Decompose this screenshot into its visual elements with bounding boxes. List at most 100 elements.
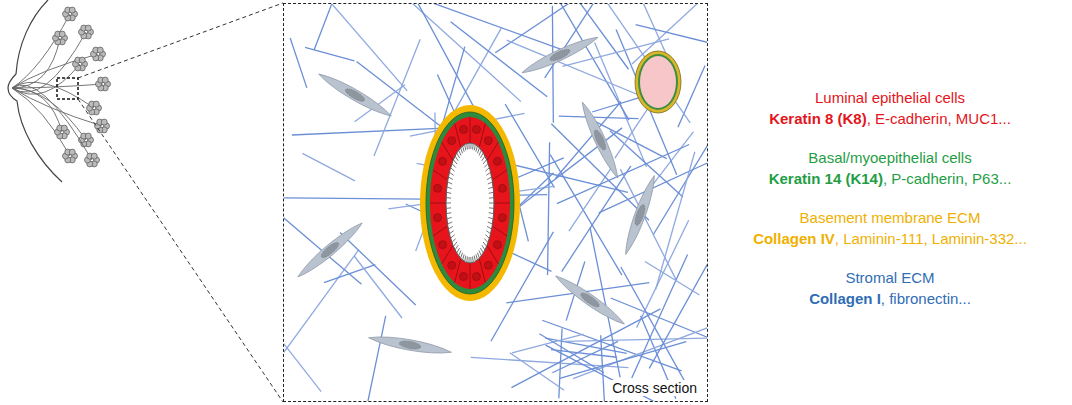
compartment-heading: Stromal ECM [845,269,934,286]
cell-nucleus [484,261,492,269]
microvillus [485,235,489,239]
cell-nucleus [472,125,480,133]
fibroblast [294,219,365,281]
microvillus [459,251,461,256]
marker-list: , Laminin-111, Laminin-332... [835,230,1027,247]
cell-border [492,226,507,236]
cell-nucleus [448,261,456,269]
mammary-duct [420,105,520,301]
duct [12,88,70,156]
collagen-fiber [512,334,584,353]
collagen-fiber [284,207,361,285]
lobule-acinus [97,47,103,53]
cell-border [479,124,485,148]
lobule-acinus [85,25,91,31]
microvillus [472,257,474,263]
fibroblast-body [294,219,365,281]
cell-border [470,117,471,143]
collagen-fiber [357,62,450,134]
marker-list: , P-cadherin, P63... [883,170,1011,187]
microvillus [451,235,455,239]
collagen-fiber [402,4,521,102]
fibroblast [577,100,622,181]
microvillus [446,197,451,199]
marker-line: Basement membrane ECM [735,208,1045,227]
microvillus [451,168,455,172]
microvillus [461,148,463,154]
microvillus [459,150,461,155]
vessel-wall [635,51,681,113]
microvillus [453,242,456,246]
cell-border [470,263,471,289]
cell-nucleus [472,273,480,281]
collagen-fiber [324,4,408,91]
microvillus [474,256,475,262]
fibroblast-nucleus [344,86,367,103]
microvillus [457,153,460,158]
breast-illustration [8,0,111,182]
duct [12,88,62,132]
collagen-fiber [561,4,629,69]
cell-border [479,258,485,282]
microvillus [455,156,458,161]
microvillus [472,144,474,150]
lobule-acinus [85,133,91,139]
microvillus [479,150,481,155]
microvillus [470,143,471,149]
duct [12,14,70,88]
cell-nucleus [498,214,506,222]
collagen-fiber [601,335,605,401]
microvillus [452,164,456,168]
cell-nucleus [460,125,468,133]
microvillus [489,213,494,214]
microvillus [486,172,490,175]
fibroblast-nucleus [633,203,647,226]
collagen-fiber [656,152,695,290]
vessel-lumen [640,56,676,108]
collagen-fiber [374,39,420,156]
lobule-acinus [102,77,108,83]
microvillus [449,172,453,175]
basal-layer [426,112,514,294]
cell-border [494,203,510,204]
marker-list: , fibronectin... [881,290,971,307]
cell-border [455,124,461,148]
microvillus [446,192,451,193]
collagen-fiber [284,250,359,360]
collagen-fiber [654,112,707,234]
fibroblast-body [621,174,660,257]
cross-section-box: Cross section [283,3,708,402]
fibroblast-body [577,100,622,181]
marker-list: , E-cadherin, MUC1... [867,110,1011,127]
microvillus [461,253,463,259]
collagen-fiber [354,256,402,318]
collagen-fiber [560,4,629,120]
microvillus [447,217,452,219]
microvillus [488,222,493,224]
compartment-heading: Basement membrane ECM [800,209,981,226]
microvillus [455,245,458,250]
fibroblast-body [520,32,601,77]
collagen-fiber [305,47,354,60]
lobule-acinus [61,125,67,131]
cell-nucleus [484,137,492,145]
microvillus [476,254,478,260]
microvillus [474,145,475,151]
cell-border [487,245,498,263]
microvillus [446,203,451,204]
stroma [284,4,707,401]
compartment-heading: Luminal epithelial cells [815,89,965,106]
microvillus [468,257,469,263]
zoom-line [78,3,283,78]
collagen-fiber [632,255,688,378]
zoom-region [57,78,78,99]
marker-line: Keratin 14 (K14), P-cadherin, P63... [735,169,1045,188]
collagen-fiber [340,233,416,305]
vessel-endothelium [638,54,678,110]
marker-line: Keratin 8 (K8), E-cadherin, MUC1... [735,109,1045,128]
microvillus [489,192,494,193]
duct [12,64,80,94]
collagen-fiber [557,145,689,204]
fibroblast-body [316,69,394,120]
collagen-fiber [284,332,321,391]
